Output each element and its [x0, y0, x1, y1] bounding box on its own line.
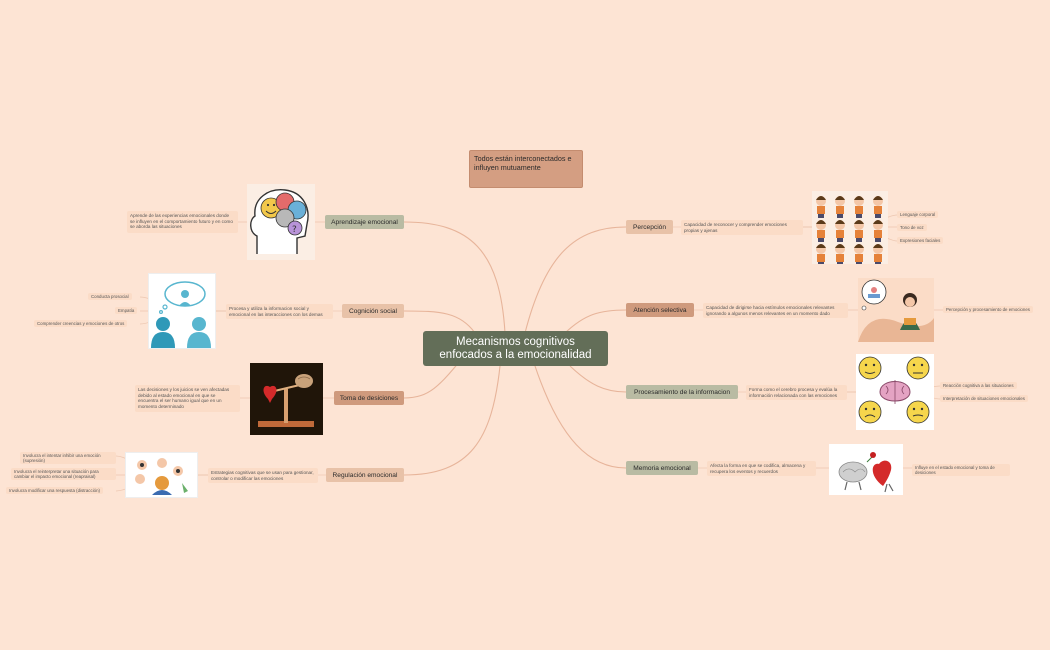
image-social-cognition	[148, 273, 216, 349]
cartoon-figure	[854, 220, 864, 242]
branch-cognicion-social[interactable]: Cognición social	[342, 304, 404, 318]
leaf-conducta-prosocial: Conducta prosocial	[88, 293, 132, 300]
image-brain-heart	[829, 444, 903, 495]
image-selective-attention	[858, 278, 934, 342]
leaf-tono-de-voz: Tono de voz	[897, 224, 927, 231]
leaf-reappraisal: Involucra el reinterpretar una situación…	[11, 468, 116, 481]
connector	[534, 365, 627, 469]
leaf-interpretacion-situaciones: Interpretación de situaciones emocionale…	[940, 395, 1029, 402]
connector	[569, 365, 627, 393]
leaf-percepcion-procesamiento: Percepción y procesamiento de emociones	[943, 306, 1033, 313]
desc-regulacion-emocional: Estrategias cognitivas que se usan para …	[208, 468, 318, 483]
leaf-supresion: Involucra el intentar inhibir una emoció…	[20, 452, 116, 465]
cartoon-figure	[854, 244, 864, 264]
desc-percepcion: Capacidad de reconocer y comprender emoc…	[681, 220, 803, 235]
cartoon-figure	[816, 196, 826, 218]
note-box[interactable]: Todos están interconectados e influyen m…	[469, 150, 583, 188]
desc-aprendizaje-emocional: Aprende de las experiencias emocionales …	[127, 211, 238, 233]
branch-toma-de-desiciones[interactable]: Toma de desiciones	[334, 391, 404, 405]
cartoon-figure	[873, 220, 883, 242]
cartoon-figure	[873, 196, 883, 218]
cartoon-figure	[816, 244, 826, 264]
branch-memoria-emocional[interactable]: Memoria emocional	[626, 461, 698, 475]
leaf-influye-estado-emocional: Influye en el estado emocional y toma de…	[912, 464, 1010, 477]
image-heart-brain-scale	[250, 363, 323, 435]
connector	[524, 226, 627, 334]
cartoon-figure	[835, 196, 845, 218]
branch-procesamiento-informacion[interactable]: Procesamiento de la informacion	[626, 385, 738, 399]
desc-cognicion-social: Procesa y utiliza la informacion social …	[226, 304, 333, 319]
cartoon-figure	[835, 244, 845, 264]
leaf-lenguaje-corporal: Lenguaje corporal	[897, 211, 939, 218]
leaf-expresiones-faciales: Expresiones faciales	[897, 237, 944, 244]
leaf-comprender-creencias: Comprender creencias y emociones de otro…	[34, 320, 128, 327]
branch-aprendizaje-emocional[interactable]: Aprendizaje emocional	[325, 215, 404, 229]
image-brain-faces	[856, 354, 934, 430]
cartoon-figure	[854, 196, 864, 218]
branch-atencion-selectiva[interactable]: Atención selectiva	[626, 303, 694, 317]
connector	[564, 309, 627, 334]
branch-percepcion[interactable]: Percepción	[626, 220, 673, 234]
cartoon-figure	[816, 220, 826, 242]
image-emotion-regulation	[125, 452, 198, 498]
cartoon-figure	[835, 220, 845, 242]
desc-atencion-selectiva: Capacidad de dirigirse hacia estímulos e…	[703, 303, 848, 318]
desc-toma-de-desiciones: Las decisiones y los juicios se ven afec…	[135, 385, 240, 412]
central-topic[interactable]: Mecanismos cognitivos enfocados a la emo…	[423, 331, 608, 366]
image-brain-emotions: ?	[247, 184, 315, 260]
leaf-distraccion: Involucra modificar una respuesta (distr…	[6, 487, 104, 494]
leaf-empatia: Empatía	[115, 307, 138, 314]
leaf-reaccion-cognitiva: Reacción cognitiva a las situaciones	[940, 382, 1017, 389]
svg-text:?: ?	[292, 225, 297, 235]
desc-procesamiento-informacion: Forma como el cerebro procesa y evalúa l…	[746, 385, 847, 400]
image-facial-expressions	[812, 191, 888, 264]
cartoon-figure	[873, 244, 883, 264]
desc-memoria-emocional: Afecta la forma en que se codifica, alma…	[707, 461, 816, 476]
connector	[403, 365, 501, 476]
connector	[403, 221, 506, 334]
branch-regulacion-emocional[interactable]: Regulación emocional	[326, 468, 404, 482]
connector	[403, 310, 476, 334]
